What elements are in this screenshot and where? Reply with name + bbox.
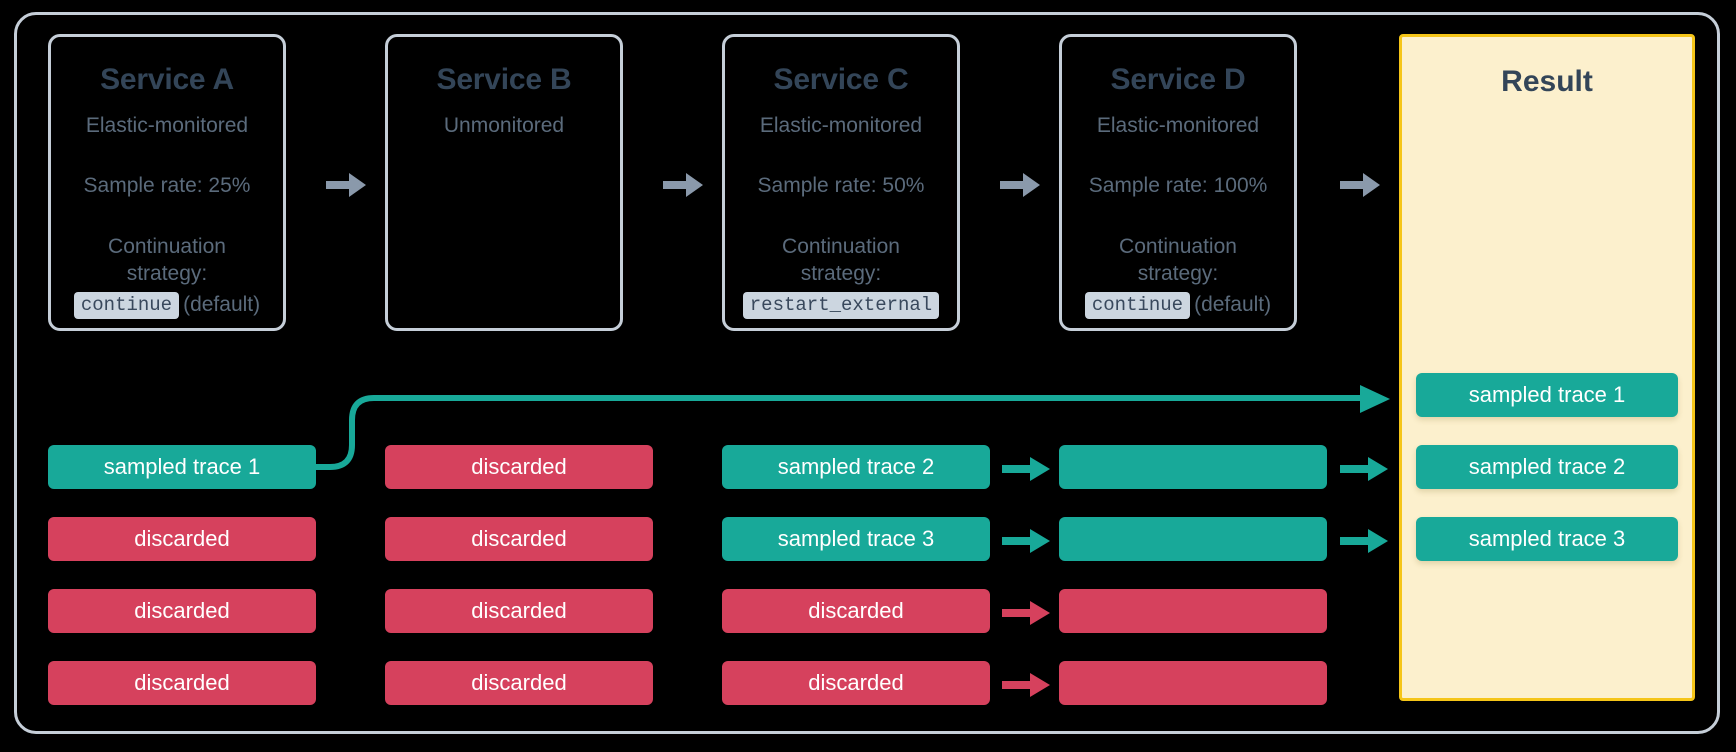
flow-arrow-d-to-result-icon [1340,173,1380,197]
result-trace-pill: sampled trace 3 [1416,517,1678,561]
service-strategy-value: restart_external [731,291,951,319]
trace-pill: sampled trace 2 [722,445,990,489]
trace-pill: discarded [385,445,653,489]
service-monitoring-status: Elastic-monitored [85,114,249,137]
service-monitoring-status: Unmonitored [443,114,565,137]
service-strategy-label: Continuation strategy: [57,234,277,288]
trace-pill [1059,589,1327,633]
trace-pill: discarded [722,661,990,705]
trace-pill [1059,445,1327,489]
trace-pill: discarded [48,661,316,705]
service-sample-rate: Sample rate: 50% [757,174,925,197]
flow-arrow-c-to-d-icon [1000,173,1040,197]
service-card-a: Service A Elastic-monitored Sample rate:… [48,34,286,331]
service-strategy-label: Continuation strategy: [1068,234,1288,288]
service-sample-rate: Sample rate: 100% [1088,174,1268,197]
trace-pill: discarded [722,589,990,633]
row-arrow-to-result-icon [1340,529,1388,553]
trace-pill: sampled trace 1 [48,445,316,489]
strategy-code-chip: continue [73,291,180,319]
trace-pill: sampled trace 3 [722,517,990,561]
service-title: Service D [1110,63,1246,96]
service-monitoring-status: Elastic-monitored [759,114,923,137]
flow-arrow-a-to-b-icon [326,173,366,197]
trace-pill: discarded [48,589,316,633]
trace-pill [1059,661,1327,705]
service-title: Service B [436,63,572,96]
service-title: Service C [773,63,909,96]
strategy-label-line-2: strategy: [1137,261,1219,285]
trace-pill: discarded [385,589,653,633]
result-card: Result [1399,34,1695,701]
flow-arrow-b-to-c-icon [663,173,703,197]
result-title: Result [1501,65,1593,98]
strategy-label-line-2: strategy: [800,261,882,285]
service-card-c: Service C Elastic-monitored Sample rate:… [722,34,960,331]
service-monitoring-status: Elastic-monitored [1096,114,1260,137]
strategy-label-line-2: strategy: [126,261,208,285]
trace-pill: discarded [385,661,653,705]
strategy-code-chip: restart_external [742,291,940,319]
trace-pill: discarded [385,517,653,561]
service-strategy-value: continue(default) [1068,291,1288,319]
service-card-d: Service D Elastic-monitored Sample rate:… [1059,34,1297,331]
trace-pill [1059,517,1327,561]
strategy-label-line-1: Continuation [1119,235,1237,258]
service-card-b: Service B Unmonitored [385,34,623,331]
service-strategy-value: continue(default) [57,291,277,319]
result-trace-pill: sampled trace 2 [1416,445,1678,489]
service-title: Service A [100,63,234,96]
result-trace-pill: sampled trace 1 [1416,373,1678,417]
service-sample-rate: Sample rate: 25% [83,174,251,197]
strategy-code-chip: continue [1084,291,1191,319]
strategy-label-line-1: Continuation [782,235,900,258]
row-arrow-discarded-icon [1002,673,1050,697]
strategy-default-note: (default) [1194,293,1272,317]
row-arrow-discarded-icon [1002,601,1050,625]
row-arrow-sampled-icon [1002,457,1050,481]
row-arrow-to-result-icon [1340,457,1388,481]
strategy-default-note: (default) [183,293,261,317]
service-strategy-label: Continuation strategy: [731,234,951,288]
strategy-label-line-1: Continuation [108,235,226,258]
trace-pill: discarded [48,517,316,561]
row-arrow-sampled-icon [1002,529,1050,553]
